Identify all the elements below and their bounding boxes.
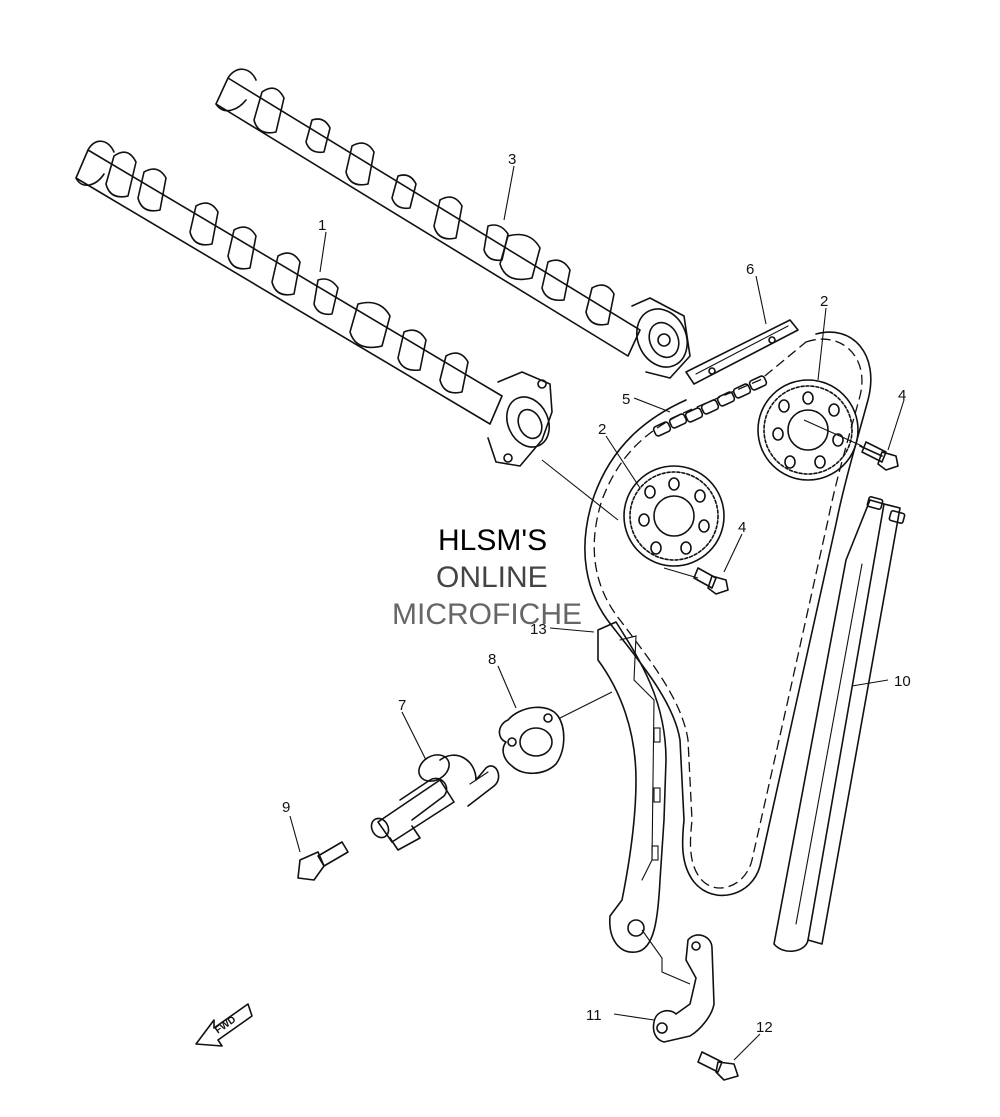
- chain-guide-top[interactable]: [685, 319, 799, 385]
- watermark: HLSM'S ONLINE MICROFICHE: [392, 524, 582, 631]
- sprocket-bolt-left[interactable]: [693, 567, 729, 595]
- camshaft-lower[interactable]: [75, 140, 557, 467]
- tensioner-gasket[interactable]: [498, 706, 565, 775]
- callout-13: 13: [530, 621, 547, 638]
- callout-7: 7: [398, 697, 406, 714]
- camshaft-upper[interactable]: [215, 68, 696, 379]
- callout-10: 10: [894, 673, 911, 690]
- callout-12: 12: [756, 1019, 773, 1036]
- sprocket-bolt-right[interactable]: [859, 441, 899, 471]
- callout-4-right: 4: [898, 387, 906, 404]
- guide-bracket[interactable]: [652, 934, 715, 1043]
- forward-direction-arrow: FWD: [195, 1003, 253, 1047]
- callout-2-left: 2: [598, 421, 606, 438]
- watermark-line-1: HLSM'S: [438, 524, 547, 557]
- chain-tensioner-guide[interactable]: [597, 621, 667, 953]
- callout-11: 11: [586, 1007, 602, 1024]
- callout-2-right: 2: [820, 293, 828, 310]
- cam-chain-tensioner[interactable]: [368, 750, 500, 851]
- bracket-bolt[interactable]: [697, 1051, 739, 1081]
- leader-lines: [289, 165, 905, 1061]
- fwd-label: FWD: [213, 1014, 238, 1036]
- callout-6: 6: [746, 261, 754, 278]
- callout-5: 5: [622, 391, 630, 408]
- chain-guide-fixed[interactable]: [773, 496, 906, 952]
- watermark-line-3: MICROFICHE: [392, 598, 582, 631]
- sprocket-left[interactable]: [623, 465, 725, 567]
- callout-3: 3: [508, 151, 516, 168]
- tensioner-bolt[interactable]: [297, 841, 349, 881]
- callout-8: 8: [488, 651, 496, 668]
- cam-chain[interactable]: [584, 331, 872, 897]
- callout-4-left: 4: [738, 519, 746, 536]
- callout-labels: 1 2 2 3 4 4 5 6 7 8 9 10 11 12 13: [282, 151, 911, 1036]
- sprocket-right[interactable]: [757, 379, 859, 481]
- callout-1: 1: [318, 217, 326, 234]
- watermark-line-2: ONLINE: [436, 561, 548, 594]
- callout-9: 9: [282, 799, 290, 816]
